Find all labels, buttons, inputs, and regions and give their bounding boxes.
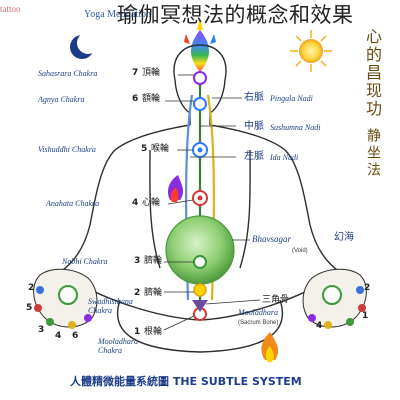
chakra-label-1: Mooladhara Chakra	[98, 337, 138, 355]
right-palm	[302, 268, 367, 329]
chakra-cn-7: 頂輪	[142, 68, 161, 78]
overlay-title: 瑜伽冥想法的概念和效果	[117, 3, 354, 27]
agnya-chakra-symbol	[193, 97, 207, 111]
bhavsagar-sub: (Void)	[292, 248, 308, 254]
right-palm-number-1: 4	[316, 321, 323, 331]
chakra-cn-1: 根輪	[144, 327, 163, 337]
chakra-label-5: Vishuddhi Chakra	[38, 145, 96, 154]
chakra-label-3: Nabhi Chakra	[62, 257, 108, 266]
leader-lines-left	[163, 74, 195, 331]
nadi-cn-sushumna: 中脈	[244, 121, 264, 132]
chakra-number-1: 1	[134, 327, 141, 337]
nadi-label-sushumna: Sushumna Nadi	[270, 123, 321, 132]
sacrum-sub: (Sacrum Bone)	[238, 320, 279, 326]
sun-icon	[290, 30, 332, 72]
left-palm-number-5: 6	[72, 331, 79, 341]
nadi-cn-pingala: 右脈	[244, 92, 264, 103]
nabhi-chakra-symbol	[193, 255, 207, 269]
chakra-label-7: Sahasrara Chakra	[38, 69, 98, 78]
chakra-cn-4: 心輪	[142, 198, 161, 208]
chakra-label-6: Agnya Chakra	[38, 95, 85, 104]
brand-watermark-right: Yoga Meditation	[84, 9, 152, 20]
right-palm-number-2: 1	[362, 311, 369, 321]
moon-icon	[70, 32, 99, 59]
nadi-cn-ida: 左脈	[244, 151, 264, 162]
left-palm-number-1: 2	[28, 283, 35, 293]
bhavsagar-label: Bhavsagar	[252, 234, 291, 244]
kundalini-flame-icon	[261, 332, 279, 362]
crown-flame-icon	[184, 18, 216, 72]
chakra-cn-3: 臍輪	[144, 256, 163, 266]
left-palm-number-4: 4	[55, 331, 62, 341]
swadhisthana-chakra-symbol	[193, 283, 207, 297]
nadi-label-ida: Ida Nadi	[270, 153, 299, 162]
heart-flame-icon	[167, 175, 184, 202]
bottom-caption: 人體精微能量系統圖 THE SUBTLE SYSTEM	[70, 375, 302, 388]
sacrum-triangle	[192, 300, 208, 312]
chakra-number-6: 6	[132, 94, 139, 104]
left-palm-number-3: 3	[38, 325, 45, 335]
brand-watermark-left: tattoo	[0, 4, 21, 14]
chakra-number-3: 3	[134, 256, 141, 266]
chakra-label-4: Anahata Chakra	[46, 199, 100, 208]
nadi-label-pingala: Pingala Nadi	[270, 94, 313, 103]
chakra-number-2: 2	[134, 288, 141, 298]
vertical-text-small: 静坐法	[365, 128, 381, 179]
chakra-number-7: 7	[132, 68, 139, 78]
chakra-number-5: 5	[141, 144, 148, 154]
chakra-number-4: 4	[132, 198, 139, 208]
right-palm-number-3: 2	[364, 283, 371, 293]
vertical-text-main: 心的昌现功	[363, 28, 382, 118]
sahasrara-chakra-symbol	[193, 71, 207, 85]
chakra-cn-6: 額輪	[142, 94, 161, 104]
chakra-cn-5: 喉輪	[151, 144, 170, 154]
bhavsagar-cn: 幻海	[334, 232, 354, 243]
bhavsagar-sphere	[165, 215, 235, 285]
chakra-cn-2: 臍輪	[144, 288, 163, 298]
left-palm-number-2: 5	[26, 303, 33, 313]
sacrum-cn: 三角骨	[262, 295, 290, 305]
left-palm	[33, 268, 98, 329]
chakra-symbols	[192, 71, 208, 321]
leader-lines-right	[190, 97, 261, 305]
chakra-label-2: Swadhisthana Chakra	[88, 297, 133, 315]
sacrum-label: Mooladhara	[238, 308, 278, 317]
